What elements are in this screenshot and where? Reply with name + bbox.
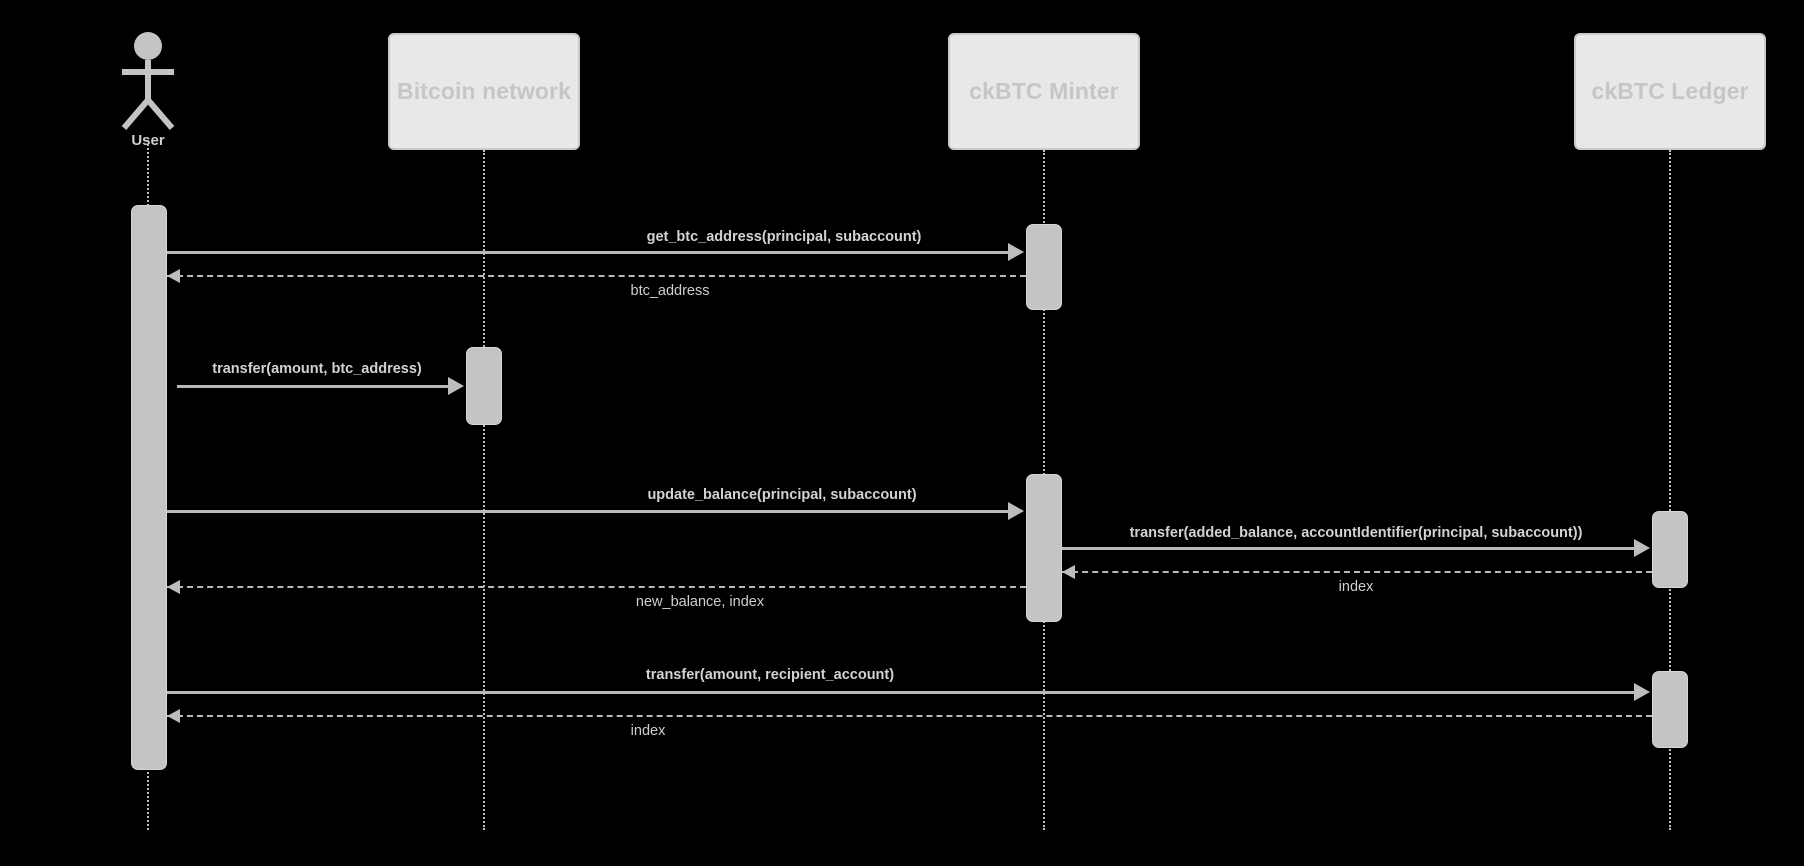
participant-label-bitcoin-network: Bitcoin network bbox=[396, 78, 571, 104]
activation-bar-bitcoin-network bbox=[466, 347, 502, 425]
stick-figure-icon bbox=[121, 32, 175, 130]
message-arrow-transfer-btc bbox=[177, 385, 448, 388]
message-arrow-get-btc-address bbox=[167, 251, 1008, 254]
arrowhead-left-icon bbox=[1062, 565, 1075, 579]
message-label-new-balance-index: new_balance, index bbox=[635, 594, 765, 610]
arrowhead-right-icon bbox=[1634, 683, 1650, 701]
message-arrow-index-ledger-minter bbox=[1062, 571, 1652, 573]
message-label-index-ledger-minter: index bbox=[1338, 579, 1374, 595]
arrowhead-left-icon bbox=[167, 269, 180, 283]
activation-bar-minter-1 bbox=[1026, 224, 1062, 310]
message-arrow-transfer-recipient bbox=[167, 691, 1634, 694]
message-arrow-new-balance-index bbox=[167, 586, 1026, 588]
message-label-transfer-added-balance: transfer(added_balance, accountIdentifie… bbox=[1129, 525, 1583, 541]
message-label-transfer-btc: transfer(amount, btc_address) bbox=[212, 361, 422, 377]
actor-user bbox=[108, 30, 188, 140]
activation-bar-ledger-1 bbox=[1652, 511, 1688, 588]
arrowhead-right-icon bbox=[1008, 243, 1024, 261]
activation-bar-ledger-2 bbox=[1652, 671, 1688, 748]
message-label-index-ledger-user: index bbox=[630, 723, 666, 739]
participant-box-bitcoin-network[interactable]: Bitcoin network bbox=[388, 33, 580, 150]
arrowhead-left-icon bbox=[167, 580, 180, 594]
activation-bar-minter-2 bbox=[1026, 474, 1062, 622]
participant-label-ckbtc-ledger: ckBTC Ledger bbox=[1591, 78, 1749, 104]
message-arrow-update-balance bbox=[167, 510, 1008, 513]
lifeline-ckbtc-ledger bbox=[1669, 150, 1671, 830]
message-label-get-btc-address: get_btc_address(principal, subaccount) bbox=[646, 229, 922, 245]
lifeline-bitcoin-network bbox=[483, 150, 485, 830]
message-label-transfer-recipient: transfer(amount, recipient_account) bbox=[645, 667, 895, 683]
participant-label-ckbtc-minter: ckBTC Minter bbox=[969, 78, 1119, 104]
message-label-update-balance: update_balance(principal, subaccount) bbox=[647, 487, 917, 503]
message-label-btc-address: btc_address bbox=[630, 283, 710, 299]
participant-box-ckbtc-minter[interactable]: ckBTC Minter bbox=[948, 33, 1140, 150]
message-arrow-transfer-added-balance bbox=[1062, 547, 1634, 550]
arrowhead-right-icon bbox=[1008, 502, 1024, 520]
participant-box-ckbtc-ledger[interactable]: ckBTC Ledger bbox=[1574, 33, 1766, 150]
arrowhead-left-icon bbox=[167, 709, 180, 723]
activation-bar-user bbox=[131, 205, 167, 770]
arrowhead-right-icon bbox=[1634, 539, 1650, 557]
message-arrow-index-ledger-user bbox=[167, 715, 1652, 717]
arrowhead-right-icon bbox=[448, 377, 464, 395]
message-arrow-btc-address bbox=[167, 275, 1026, 277]
